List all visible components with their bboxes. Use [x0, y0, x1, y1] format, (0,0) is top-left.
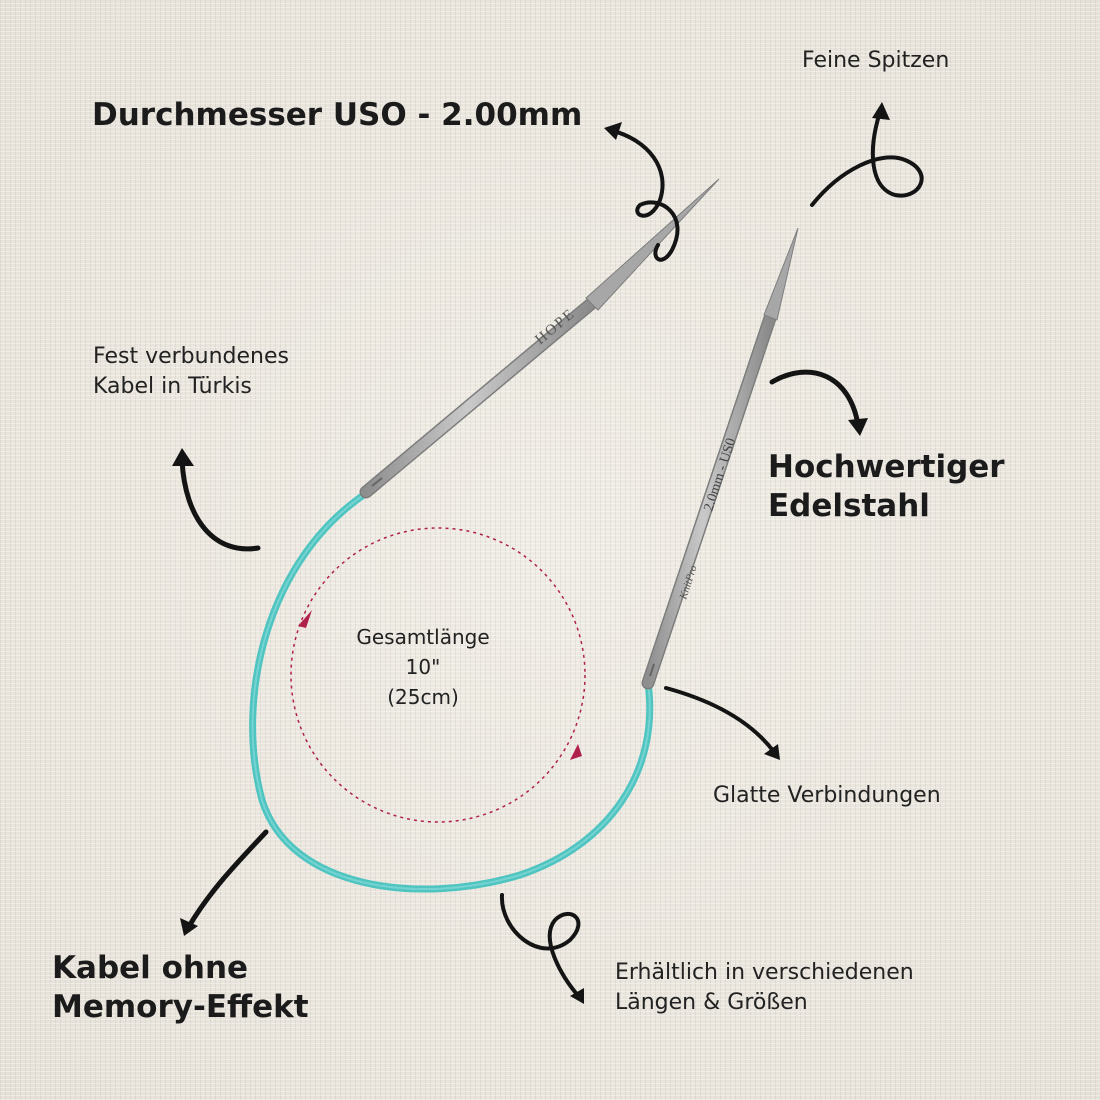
right-needle	[641, 227, 799, 690]
joins-label: Glatte Verbindungen	[713, 783, 941, 808]
curl-arrow-icon	[810, 110, 924, 207]
joins-arrow-icon	[664, 686, 776, 754]
cable-arrow-icon	[179, 457, 261, 552]
diameter-label: Durchmesser USO - 2.00mm	[92, 97, 583, 133]
length-label-line1: Gesamtlänge	[356, 625, 490, 649]
steel-arrow-icon	[769, 369, 861, 428]
steel-label-line1: Hochwertiger	[768, 449, 1005, 485]
steel-label: Hochwertiger Edelstahl	[768, 448, 1005, 526]
circle-arrowhead-icon	[298, 610, 312, 628]
cable-label-line2: Kabel in Türkis	[93, 374, 252, 399]
length-label: Gesamtlänge 10" (25cm)	[343, 622, 503, 712]
cable-label: Fest verbundenes Kabel in Türkis	[93, 342, 289, 402]
left-needle	[359, 178, 720, 499]
fine-tips-label: Feine Spitzen	[802, 48, 950, 73]
sizes-label: Erhältlich in verschiedenen Längen & Grö…	[615, 958, 914, 1018]
needle-engraving-right: 2.0mm - US0	[702, 436, 740, 513]
nomemory-label-line2: Memory-Effekt	[52, 989, 309, 1025]
nomemory-arrow-icon	[185, 829, 269, 931]
sizes-label-line2: Längen & Größen	[615, 990, 808, 1015]
nomemory-label: Kabel ohne Memory-Effekt	[52, 949, 309, 1027]
length-label-line2: 10"	[405, 655, 441, 679]
sizes-arrow-icon	[499, 893, 582, 1000]
sizes-label-line1: Erhältlich in verschiedenen	[615, 960, 914, 985]
circle-arrowhead-icon	[570, 744, 582, 760]
nomemory-label-line1: Kabel ohne	[52, 950, 249, 986]
loop-arrow-icon	[608, 128, 680, 262]
length-circle	[290, 527, 586, 823]
steel-label-line2: Edelstahl	[768, 488, 930, 524]
length-label-line3: (25cm)	[387, 685, 459, 709]
cable-label-line1: Fest verbundenes	[93, 344, 289, 369]
